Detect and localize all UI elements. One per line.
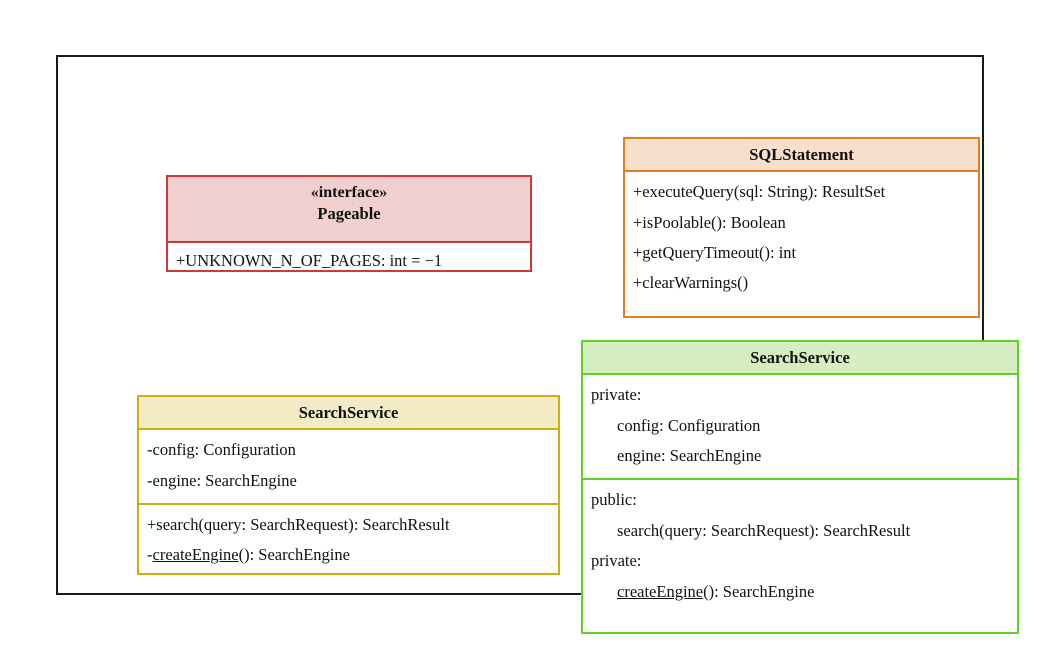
class-name-sqlstatement: SQLStatement <box>749 145 854 164</box>
attributes-compartment-pageable: +UNKNOWN_N_OF_PAGES: int = −1 <box>168 243 530 282</box>
operation-name-static: createEngine <box>617 581 704 601</box>
attribute-row: -engine: SearchEngine <box>147 470 297 490</box>
attribute-row: config: Configuration <box>617 415 761 435</box>
operations-compartment-sqlstatement: +executeQuery(sql: String): ResultSet +i… <box>625 172 978 306</box>
operation-signature: (): SearchEngine <box>703 581 815 601</box>
operation-name-static: createEngine <box>152 545 239 565</box>
uml-class-sqlstatement[interactable]: SQLStatement +executeQuery(sql: String):… <box>623 137 980 318</box>
attribute-row: engine: SearchEngine <box>617 445 762 465</box>
attribute-row: +UNKNOWN_N_OF_PAGES: int = −1 <box>176 251 443 270</box>
operation-visibility: - <box>147 545 153 565</box>
operation-row: search(query: SearchRequest): SearchResu… <box>617 520 911 540</box>
class-name-searchservice-green: SearchService <box>750 348 850 367</box>
operation-row: +executeQuery(sql: String): ResultSet <box>633 182 886 202</box>
class-name-pageable: Pageable <box>317 204 381 224</box>
attribute-row: -config: Configuration <box>147 440 296 460</box>
uml-class-searchservice-green[interactable]: SearchService private: config: Configura… <box>581 340 1019 634</box>
attributes-compartment-searchservice-yellow: -config: Configuration -engine: SearchEn… <box>139 430 558 505</box>
uml-class-pageable[interactable]: «interface» Pageable +UNKNOWN_N_OF_PAGES… <box>166 175 532 272</box>
class-header-searchservice-yellow: SearchService <box>139 397 558 431</box>
visibility-section-label: private: <box>591 385 642 405</box>
operations-compartment-searchservice-green: public: search(query: SearchRequest): Se… <box>583 480 1017 614</box>
operation-row: +search(query: SearchRequest): SearchRes… <box>147 514 450 534</box>
class-name-searchservice-yellow: SearchService <box>298 403 399 422</box>
class-header-pageable: «interface» Pageable <box>168 177 530 243</box>
class-header-searchservice-green: SearchService <box>583 342 1017 376</box>
operations-compartment-searchservice-yellow: +search(query: SearchRequest): SearchRes… <box>139 505 558 578</box>
operation-row: +getQueryTimeout(): int <box>633 242 797 262</box>
operation-row: +isPoolable(): Boolean <box>633 212 786 232</box>
operation-signature: (): SearchEngine <box>238 545 350 565</box>
diagram-frame: «interface» Pageable +UNKNOWN_N_OF_PAGES… <box>56 55 1019 634</box>
operation-row-static: createEngine(): SearchEngine <box>591 577 1009 607</box>
class-stereotype-pageable: «interface» <box>310 184 388 201</box>
class-header-sqlstatement: SQLStatement <box>625 139 978 173</box>
attributes-compartment-searchservice-green: private: config: Configuration engine: S… <box>583 375 1017 481</box>
operation-row: +clearWarnings() <box>633 273 749 293</box>
uml-class-searchservice-yellow[interactable]: SearchService -config: Configuration -en… <box>137 395 560 575</box>
visibility-section-label: public: <box>591 490 637 510</box>
visibility-section-label: private: <box>591 551 642 571</box>
operation-row-static: -createEngine(): SearchEngine <box>147 540 550 570</box>
